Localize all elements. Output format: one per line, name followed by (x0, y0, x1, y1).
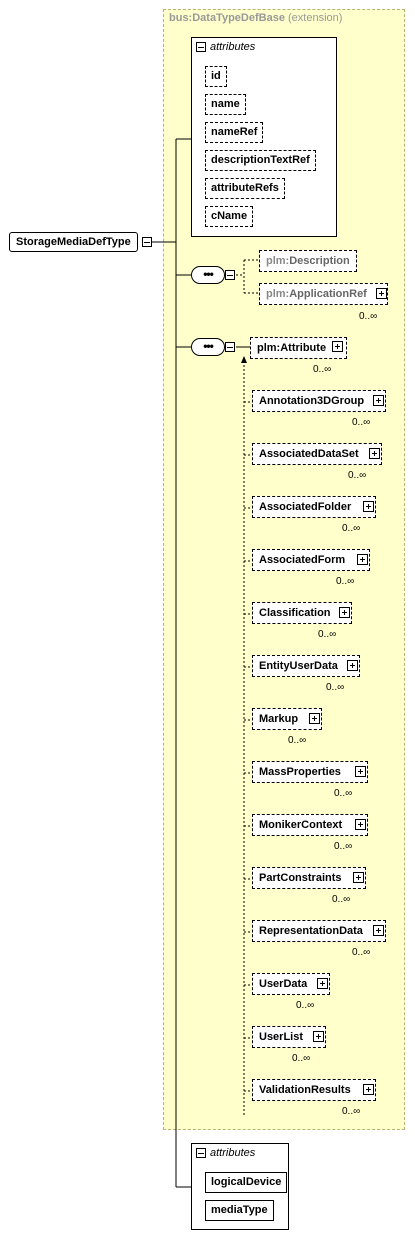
sequence-1-collapse-button[interactable] (225, 270, 235, 280)
attribute-cardinality: 0..∞ (313, 364, 332, 375)
cardinality-label: 0..∞ (326, 682, 345, 693)
expand-icon[interactable] (313, 1031, 324, 1042)
cardinality-label: 0..∞ (288, 735, 307, 746)
expand-icon[interactable] (309, 713, 320, 724)
attribute-expand-icon[interactable] (332, 341, 343, 352)
application-ref-cardinality: 0..∞ (359, 311, 378, 322)
attribute-id[interactable]: id (205, 66, 227, 87)
attribute-logicaldevice[interactable]: logicalDevice (205, 1172, 288, 1193)
own-attributes-heading: attributes (210, 1147, 256, 1159)
element-description[interactable]: plm:Description (259, 250, 357, 272)
attribute-attributerefs[interactable]: attributeRefs (205, 178, 285, 199)
base-attributes-heading: attributes (210, 41, 256, 53)
cardinality-label: 0..∞ (348, 470, 367, 481)
expand-icon[interactable] (357, 554, 368, 565)
element-associatedform[interactable]: AssociatedForm (252, 549, 370, 571)
expand-icon[interactable] (373, 925, 384, 936)
element-representationdata[interactable]: RepresentationData (252, 920, 386, 942)
expand-icon[interactable] (363, 1084, 374, 1095)
expand-icon[interactable] (347, 660, 358, 671)
expand-icon[interactable] (317, 978, 328, 989)
attribute-name[interactable]: name (205, 94, 246, 115)
element-application-ref[interactable]: plm:ApplicationRef (259, 283, 388, 305)
attribute-mediatype[interactable]: mediaType (205, 1200, 274, 1221)
extension-title: bus:DataTypeDefBase (extension) (169, 12, 343, 24)
element-massproperties[interactable]: MassProperties (252, 761, 368, 783)
cardinality-label: 0..∞ (342, 1106, 361, 1117)
cardinality-label: 0..∞ (334, 841, 353, 852)
cardinality-label: 0..∞ (352, 947, 371, 958)
element-userlist[interactable]: UserList (252, 1026, 326, 1048)
element-monikercontext[interactable]: MonikerContext (252, 814, 368, 836)
expand-icon[interactable] (353, 872, 364, 883)
expand-icon[interactable] (373, 395, 384, 406)
element-entityuserdata[interactable]: EntityUserData (252, 655, 360, 677)
element-markup[interactable]: Markup (252, 708, 322, 730)
cardinality-label: 0..∞ (318, 629, 337, 640)
application-ref-expand-icon[interactable] (376, 288, 387, 299)
cardinality-label: 0..∞ (334, 788, 353, 799)
sequence-2-collapse-button[interactable] (225, 342, 235, 352)
element-attribute[interactable]: plm:Attribute (250, 337, 348, 359)
cardinality-label: 0..∞ (332, 894, 351, 905)
cardinality-label: 0..∞ (292, 1053, 311, 1064)
expand-icon[interactable] (355, 819, 366, 830)
cardinality-label: 0..∞ (342, 523, 361, 534)
element-associateddataset[interactable]: AssociatedDataSet (252, 443, 382, 465)
root-collapse-button[interactable] (142, 237, 152, 247)
cardinality-label: 0..∞ (296, 1000, 315, 1011)
element-userdata[interactable]: UserData (252, 973, 330, 995)
expand-icon[interactable] (369, 448, 380, 459)
expand-icon[interactable] (355, 766, 366, 777)
expand-icon[interactable] (339, 607, 350, 618)
expand-icon[interactable] (363, 501, 374, 512)
attribute-cname[interactable]: cName (205, 206, 254, 227)
root-type: StorageMediaDefType (9, 232, 138, 252)
cardinality-label: 0..∞ (352, 417, 371, 428)
attribute-nameref[interactable]: nameRef (205, 122, 264, 143)
element-partconstraints[interactable]: PartConstraints (252, 867, 366, 889)
attribute-descriptiontextref[interactable]: descriptionTextRef (205, 150, 316, 171)
cardinality-label: 0..∞ (336, 576, 355, 587)
element-annotation3dgroup[interactable]: Annotation3DGroup (252, 390, 386, 412)
own-attributes-collapse-button[interactable] (196, 1148, 206, 1158)
sequence-compositor-1: ••• (191, 266, 225, 284)
base-attributes-collapse-button[interactable] (196, 42, 206, 52)
sequence-compositor-2: ••• (191, 338, 225, 356)
element-associatedfolder[interactable]: AssociatedFolder (252, 496, 376, 518)
element-validationresults[interactable]: ValidationResults (252, 1079, 376, 1101)
element-classification[interactable]: Classification (252, 602, 352, 624)
